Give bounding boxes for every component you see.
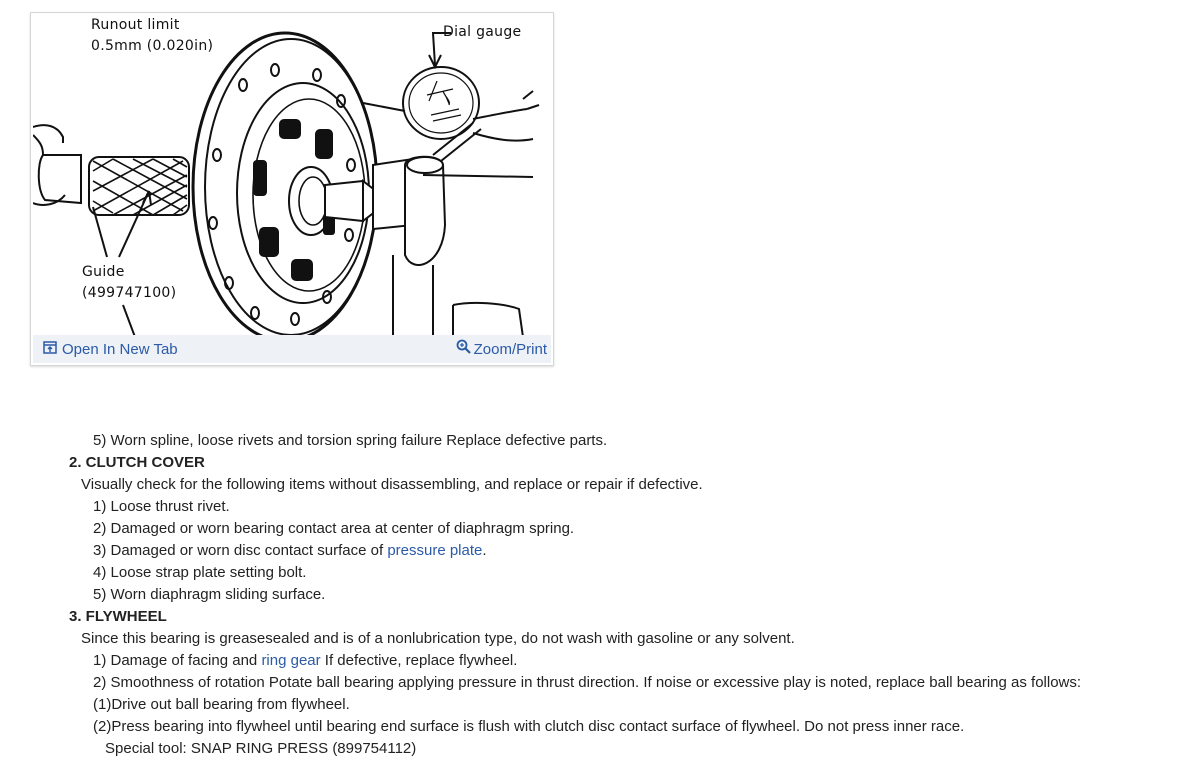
section-heading-clutch-cover: 2. CLUTCH COVER [69, 454, 205, 471]
flywheel-item-1-prefix: 1) Damage of facing and [93, 652, 262, 669]
flywheel-step-1: (1)Drive out ball bearing from flywheel. [93, 696, 350, 713]
flywheel-item-1-suffix: If defective, replace flywheel. [320, 652, 518, 669]
clutch-cover-intro: Visually check for the following items w… [81, 476, 703, 493]
guide-label: Guide [82, 264, 125, 280]
magnifier-icon [456, 339, 472, 359]
flywheel-item-2: 2) Smoothness of rotation Potate ball be… [93, 674, 1082, 691]
clutch-cover-item-1: 1) Loose thrust rivet. [93, 498, 230, 515]
clutch-cover-item-3-prefix: 3) Damaged or worn disc contact surface … [93, 542, 388, 559]
clutch-cover-item-3: 3) Damaged or worn disc contact surface … [0, 540, 1204, 562]
clutch-disc-item-5: 5) Worn spline, loose rivets and torsion… [93, 432, 608, 449]
ring-gear-link[interactable]: ring gear [261, 652, 321, 669]
special-tool-note: Special tool: SNAP RING PRESS (899754112… [105, 740, 417, 757]
figure-container: Runout limit 0.5mm (0.020in) Dial gauge … [30, 12, 554, 366]
open-in-new-tab-link[interactable]: Open In New Tab [43, 341, 178, 358]
runout-limit-label: Runout limit [91, 17, 180, 33]
open-new-tab-icon [43, 340, 57, 358]
dial-gauge-label: Dial gauge [443, 24, 522, 40]
clutch-cover-item-3-suffix: . [482, 542, 487, 559]
clutch-cover-item-4: 4) Loose strap plate setting bolt. [93, 564, 307, 581]
runout-limit-value: 0.5mm (0.020in) [91, 38, 214, 54]
document-body: 5) Worn spline, loose rivets and torsion… [0, 430, 1204, 760]
clutch-cover-item-2: 2) Damaged or worn bearing contact area … [93, 520, 575, 537]
zoom-print-link[interactable]: Zoom/Print [456, 339, 547, 359]
clutch-cover-item-5: 5) Worn diaphragm sliding surface. [93, 586, 326, 603]
pressure-plate-link[interactable]: pressure plate [387, 542, 483, 559]
open-in-new-tab-label: Open In New Tab [62, 340, 178, 358]
guide-part-number: (499747100) [82, 285, 177, 301]
section-heading-flywheel: 3. FLYWHEEL [69, 608, 167, 625]
zoom-print-label: Zoom/Print [473, 340, 547, 358]
flywheel-intro: Since this bearing is greasesealed and i… [81, 630, 795, 647]
flywheel-step-2: (2)Press bearing into flywheel until bea… [93, 718, 965, 735]
figure-toolbar: Open In New Tab Zoom/Print [33, 335, 551, 363]
clutch-disc-runout-diagram[interactable]: Runout limit 0.5mm (0.020in) Dial gauge … [33, 15, 551, 337]
diagram-illustration [33, 31, 540, 337]
flywheel-item-1: 1) Damage of facing and ring gear If def… [0, 650, 1204, 672]
